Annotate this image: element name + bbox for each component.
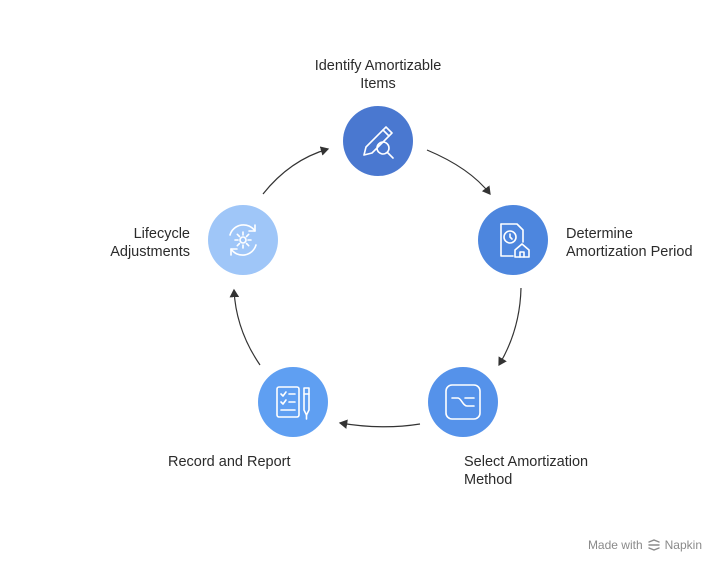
step-record-label: Record and Report: [168, 454, 291, 470]
step-period-label: Determine Amortization Period: [566, 226, 693, 260]
gear-cycle-icon: [229, 224, 257, 256]
step-identify-label: Identify Amortizable Items: [314, 58, 442, 92]
napkin-logo-icon: [647, 539, 660, 551]
napkin-brand-text: Napkin: [664, 538, 702, 552]
document-clock-house-icon: [500, 223, 530, 258]
pencil-magnifier-icon: [363, 126, 394, 159]
step-lifecycle-label: Lifecycle Adjustments: [110, 226, 190, 260]
step-method-label: Select Amortization Method: [464, 454, 589, 488]
step-period-node: [478, 205, 548, 275]
step-identify-node: [343, 106, 413, 176]
arrow-identify-to-period: [426, 149, 491, 195]
step-record-node: [258, 367, 328, 437]
arrow-method-to-record: [338, 419, 421, 429]
made-with-text: Made with: [587, 538, 643, 552]
checklist-pen-icon: [276, 386, 310, 420]
step-method-node: [428, 367, 498, 437]
arrow-lifecycle-to-identify: [262, 146, 330, 195]
arrow-period-to-method: [498, 287, 522, 367]
arrow-record-to-lifecycle: [229, 288, 261, 366]
made-with-napkin-footer: Made with Napkin: [588, 538, 702, 552]
curve-chart-icon: [445, 384, 481, 420]
step-lifecycle-node: [208, 205, 278, 275]
